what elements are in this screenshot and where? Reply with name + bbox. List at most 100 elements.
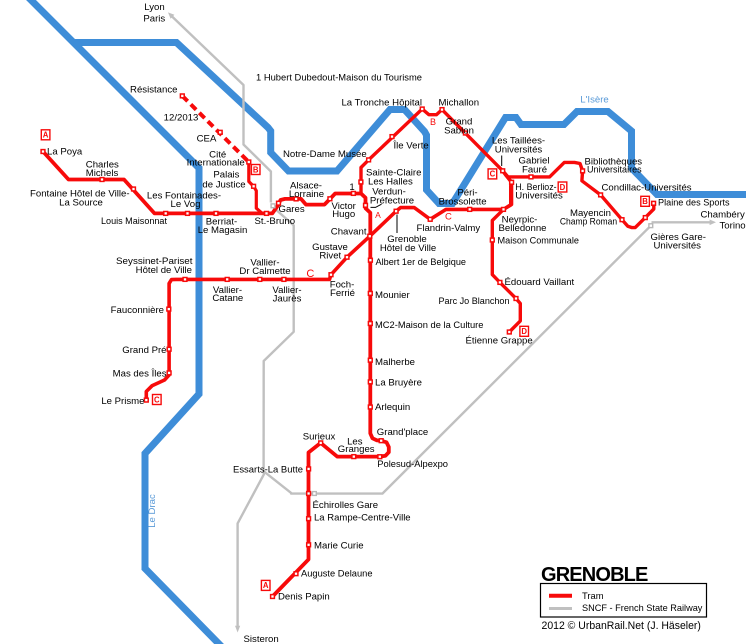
svg-text:La Source: La Source <box>59 197 103 208</box>
svg-text:Vallier-: Vallier- <box>250 257 279 268</box>
svg-text:B: B <box>430 117 436 127</box>
svg-text:Rivet: Rivet <box>319 251 341 262</box>
svg-text:Mas des Îles: Mas des Îles <box>113 369 167 380</box>
svg-text:Grand'place: Grand'place <box>377 427 428 438</box>
svg-text:Parc Jo Blanchon: Parc Jo Blanchon <box>439 296 510 307</box>
svg-text:Flandrin-Valmy: Flandrin-Valmy <box>417 223 481 234</box>
svg-text:Les Halles: Les Halles <box>368 176 413 187</box>
svg-text:Bibliothèques: Bibliothèques <box>585 156 643 167</box>
svg-text:Hôtel de Ville: Hôtel de Ville <box>380 243 436 254</box>
svg-text:2012 © UrbanRail.Net (J. Häsel: 2012 © UrbanRail.Net (J. Häseler) <box>542 620 701 632</box>
svg-text:D: D <box>521 327 527 336</box>
svg-text:Charles: Charles <box>86 159 119 170</box>
svg-text:Gabriel: Gabriel <box>519 156 550 167</box>
svg-text:L'Isère: L'Isère <box>580 95 609 106</box>
svg-text:Vallier-: Vallier- <box>213 285 242 296</box>
svg-text:Résistance: Résistance <box>130 84 177 95</box>
svg-text:Fauré: Fauré <box>522 164 547 175</box>
svg-text:Marie Curie: Marie Curie <box>314 541 364 552</box>
svg-text:Polesud-Alpexpo: Polesud-Alpexpo <box>377 459 448 470</box>
svg-text:Hugo: Hugo <box>332 209 355 220</box>
svg-text:Seyssinet-Pariset: Seyssinet-Pariset <box>116 256 193 267</box>
svg-text:Grand: Grand <box>446 116 473 127</box>
svg-text:Verdun-: Verdun- <box>372 187 406 198</box>
svg-text:C: C <box>306 268 314 280</box>
svg-text:Le Vog: Le Vog <box>171 199 201 210</box>
svg-text:Louis Maisonnat: Louis Maisonnat <box>101 216 167 227</box>
svg-text:Universitaires: Universitaires <box>587 165 642 176</box>
svg-text:Gières Gare-: Gières Gare- <box>651 232 706 243</box>
svg-text:Lorraine: Lorraine <box>289 189 324 200</box>
svg-text:Cité: Cité <box>209 150 226 161</box>
svg-text:A: A <box>375 210 381 220</box>
svg-text:Michels: Michels <box>86 168 119 179</box>
svg-text:Foch-: Foch- <box>330 280 355 291</box>
svg-text:12/2013: 12/2013 <box>164 113 199 124</box>
svg-text:Sainte-Claire: Sainte-Claire <box>366 167 421 178</box>
svg-text:Préfecture: Préfecture <box>370 195 414 206</box>
svg-text:SNCF - French State Railway: SNCF - French State Railway <box>582 602 703 613</box>
svg-text:Édouard Vaillant: Édouard Vaillant <box>505 277 575 288</box>
svg-text:Granges: Granges <box>338 444 375 455</box>
svg-text:Albert 1er de Belgique: Albert 1er de Belgique <box>376 257 467 268</box>
svg-text:Michallon: Michallon <box>439 98 480 109</box>
svg-text:La Rampe-Centre-Ville: La Rampe-Centre-Ville <box>314 513 411 524</box>
svg-text:B: B <box>253 165 259 174</box>
svg-text:Surieux: Surieux <box>303 431 336 442</box>
svg-text:Le Prisme: Le Prisme <box>101 396 144 407</box>
svg-text:Universités: Universités <box>654 241 702 252</box>
svg-text:GRENOBLE: GRENOBLE <box>541 564 648 586</box>
svg-text:Malherbe: Malherbe <box>375 357 415 368</box>
svg-text:B: B <box>642 197 648 206</box>
svg-text:Maison Communale: Maison Communale <box>498 236 580 247</box>
svg-text:Torino: Torino <box>720 220 746 231</box>
svg-text:Essarts-La Butte: Essarts-La Butte <box>233 465 303 476</box>
svg-text:H. Berlioz-: H. Berlioz- <box>515 182 556 193</box>
svg-text:Péri-: Péri- <box>457 187 477 198</box>
svg-text:Échirolles Gare: Échirolles Gare <box>313 500 379 511</box>
svg-text:Auguste Delaune: Auguste Delaune <box>301 568 373 579</box>
svg-text:Neyrpic-: Neyrpic- <box>502 214 538 225</box>
svg-text:Grand Pré: Grand Pré <box>122 345 166 356</box>
svg-text:Alsace-: Alsace- <box>290 181 322 192</box>
svg-text:Lyon: Lyon <box>144 2 164 13</box>
svg-text:D: D <box>560 183 566 192</box>
svg-text:CEA: CEA <box>197 134 217 145</box>
svg-text:Condillac-Universités: Condillac-Universités <box>602 183 692 194</box>
svg-text:Arlequin: Arlequin <box>375 402 410 413</box>
svg-text:Île Verte: Île Verte <box>393 141 429 152</box>
svg-text:Victor: Victor <box>332 201 357 212</box>
svg-text:St.-Bruno: St.-Bruno <box>255 216 296 227</box>
svg-text:Étienne Grappe: Étienne Grappe <box>466 335 533 346</box>
svg-text:Berriat-: Berriat- <box>206 217 237 228</box>
svg-text:Ferrié: Ferrié <box>330 288 355 299</box>
svg-text:Sisteron: Sisteron <box>244 634 279 644</box>
svg-text:Gares: Gares <box>279 204 305 215</box>
svg-text:Jaurès: Jaurès <box>273 293 302 304</box>
svg-text:Denis Papin: Denis Papin <box>278 591 330 602</box>
svg-text:de Justice: de Justice <box>202 180 245 191</box>
svg-text:Vallier-: Vallier- <box>272 285 301 296</box>
svg-text:A: A <box>43 131 49 140</box>
svg-text:Dr Calmette: Dr Calmette <box>239 266 290 277</box>
svg-text:Champ Roman: Champ Roman <box>560 216 617 227</box>
svg-text:Hôtel de Ville: Hôtel de Ville <box>136 265 192 276</box>
svg-text:A: A <box>263 581 269 590</box>
svg-text:Tram: Tram <box>582 590 604 601</box>
svg-text:Plaine des Sports: Plaine des Sports <box>658 198 730 209</box>
svg-text:Grenoble: Grenoble <box>387 234 426 245</box>
svg-text:Les Taillées-: Les Taillées- <box>492 136 545 147</box>
svg-text:Fauconnière: Fauconnière <box>111 305 164 316</box>
svg-text:Belledonne: Belledonne <box>498 223 546 234</box>
svg-text:Chavant: Chavant <box>331 227 367 238</box>
svg-text:Catane: Catane <box>212 293 243 304</box>
svg-text:Palais: Palais <box>213 170 239 181</box>
svg-text:Paris: Paris <box>143 13 165 24</box>
svg-text:Le Drac: Le Drac <box>147 494 158 528</box>
svg-text:C: C <box>445 211 452 222</box>
svg-text:Chambéry: Chambéry <box>701 209 745 220</box>
svg-text:MC2-Maison de la Culture: MC2-Maison de la Culture <box>375 320 484 331</box>
svg-text:Universités: Universités <box>495 145 543 156</box>
svg-text:Les: Les <box>347 437 363 448</box>
svg-text:La Bruyère: La Bruyère <box>375 377 422 388</box>
